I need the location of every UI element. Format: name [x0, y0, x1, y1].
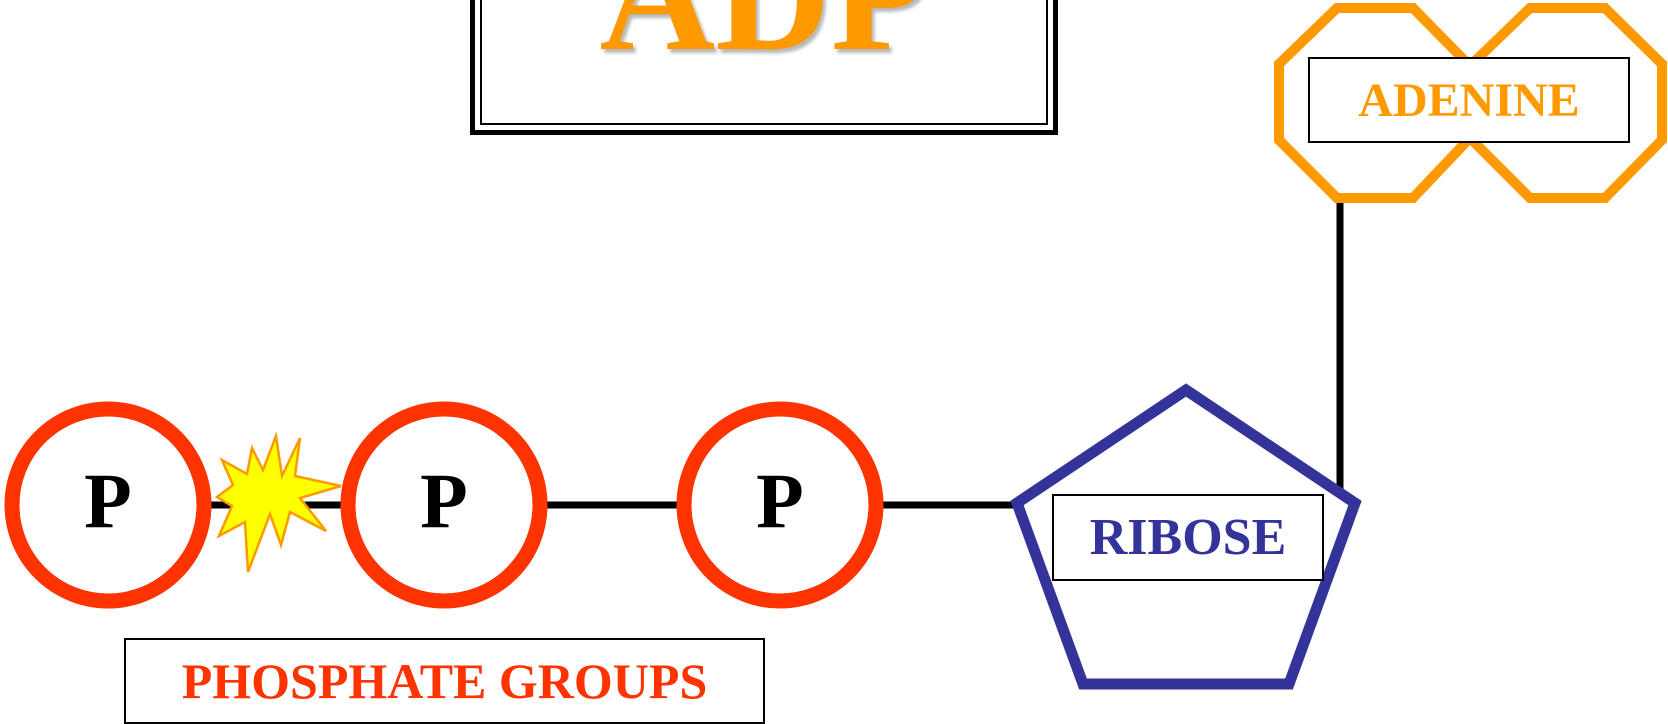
phosphate-circle-2 [340, 401, 548, 609]
page-title: ADP [600, 0, 929, 75]
adenine-label: ADENINE [1308, 57, 1630, 143]
phosphate-letter-1: P [84, 457, 132, 544]
phosphate-letter-2: P [420, 457, 468, 544]
ribose-label: RIBOSE [1052, 494, 1324, 581]
energy-burst-icon [214, 431, 342, 573]
phosphate-circle-1 [4, 401, 212, 609]
phosphate-circle-3 [676, 401, 884, 609]
phosphate-letter-3: P [756, 457, 804, 544]
title-frame: ADP [470, 0, 1058, 135]
title-frame-inner: ADP [480, 0, 1048, 125]
adenine-ring-left [1274, 3, 1473, 203]
phosphate-groups-label: PHOSPHATE GROUPS [124, 638, 765, 724]
